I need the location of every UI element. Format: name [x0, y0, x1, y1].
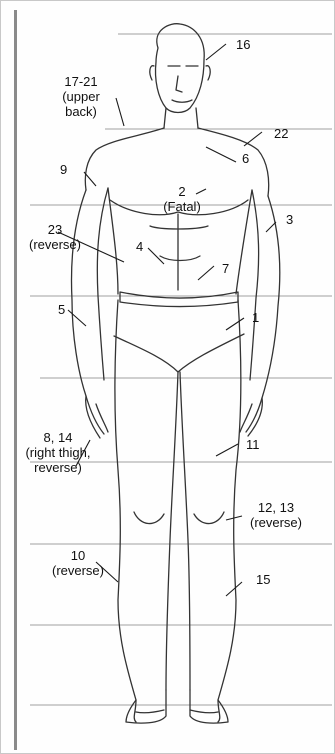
label-17-21-line3: back) — [56, 104, 106, 119]
leader-1 — [226, 318, 244, 330]
label-5: 5 — [58, 302, 65, 317]
leader-4 — [148, 248, 164, 264]
label-22: 22 — [274, 126, 288, 141]
label-12-13: 12, 13 (reverse) — [238, 500, 314, 530]
label-16: 16 — [236, 37, 250, 52]
label-8-14-line2: (right thigh, — [16, 445, 100, 460]
leader-6 — [206, 147, 236, 162]
label-23: 23 (reverse) — [18, 222, 92, 252]
leader-15 — [226, 582, 242, 596]
label-10-line2: (reverse) — [42, 563, 114, 578]
label-12-13-line1: 12, 13 — [238, 500, 314, 515]
leader-17-21 — [116, 98, 124, 126]
label-7: 7 — [222, 261, 229, 276]
label-8-14-line1: 8, 14 — [16, 430, 100, 445]
label-23-line2: (reverse) — [18, 237, 92, 252]
label-15: 15 — [256, 572, 270, 587]
leader-5 — [68, 310, 86, 326]
label-23-line1: 23 — [18, 222, 92, 237]
label-10-line1: 10 — [42, 548, 114, 563]
label-6: 6 — [242, 151, 249, 166]
leader-7 — [198, 266, 214, 280]
label-2-line1: 2 — [162, 184, 202, 199]
label-8-14: 8, 14 (right thigh, reverse) — [16, 430, 100, 475]
label-12-13-line2: (reverse) — [238, 515, 314, 530]
label-11: 11 — [246, 437, 260, 452]
label-17-21-line2: (upper — [56, 89, 106, 104]
leader-22 — [244, 132, 262, 146]
label-17-21: 17-21 (upper back) — [56, 74, 106, 119]
label-4: 4 — [136, 239, 143, 254]
label-8-14-line3: reverse) — [16, 460, 100, 475]
label-17-21-line1: 17-21 — [56, 74, 106, 89]
leader-3 — [266, 222, 276, 232]
leader-16 — [206, 44, 226, 60]
label-10: 10 (reverse) — [42, 548, 114, 578]
label-2-line2: (Fatal) — [162, 199, 202, 214]
label-9: 9 — [60, 162, 67, 177]
label-3: 3 — [286, 212, 293, 227]
leader-11 — [216, 444, 238, 456]
label-1: 1 — [252, 310, 259, 325]
label-2: 2 (Fatal) — [162, 184, 202, 214]
